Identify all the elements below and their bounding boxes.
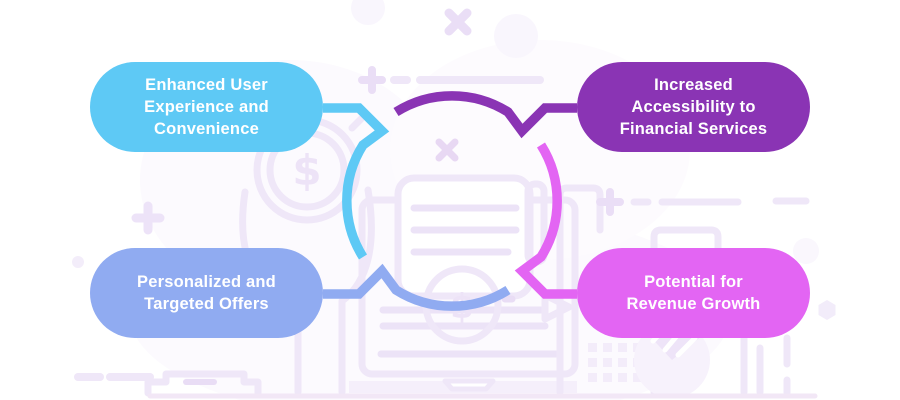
- benefit-pill-label: Enhanced User Experience and Convenience: [144, 76, 269, 138]
- connector-top-arc: [393, 91, 577, 139]
- benefit-pill-enhanced-user-experience: Enhanced User Experience and Convenience: [90, 62, 323, 152]
- connector-right-arc: [514, 142, 577, 299]
- benefit-pill-label: Potential for Revenue Growth: [626, 273, 761, 313]
- connector-bottom-arc: [323, 263, 511, 311]
- monitor-document-icon: [358, 174, 579, 378]
- stairs-icon: [144, 370, 262, 397]
- hexagon-icon: [818, 300, 836, 320]
- benefit-pill-label: Personalized and Targeted Offers: [137, 273, 276, 313]
- benefit-pill-increased-accessibility: Increased Accessibility to Financial Ser…: [577, 62, 810, 152]
- cross-marks: [435, 8, 472, 162]
- benefit-pill-personalized-offers: Personalized and Targeted Offers: [90, 248, 323, 338]
- plus-marks: [131, 66, 624, 235]
- dollar-glyph-large: $: [292, 146, 321, 195]
- laptop-base-icon: [349, 378, 577, 393]
- dash-marks: [74, 76, 810, 381]
- benefit-pill-label: Increased Accessibility to Financial Ser…: [619, 76, 768, 138]
- dot-icon: [72, 256, 84, 268]
- connector-left-arc: [323, 103, 390, 260]
- benefit-pill-revenue-growth: Potential for Revenue Growth: [577, 248, 810, 338]
